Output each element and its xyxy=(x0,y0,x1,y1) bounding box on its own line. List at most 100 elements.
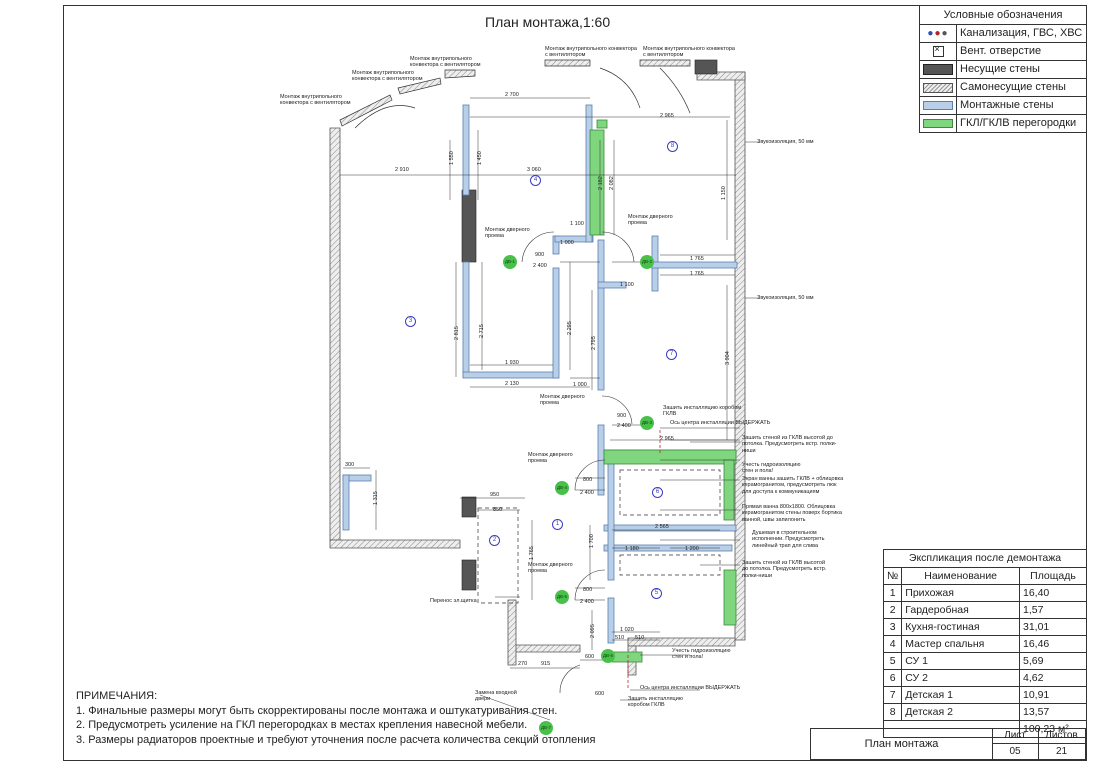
notes: ПРИМЕЧАНИЯ: 1. Финальные размеры могут б… xyxy=(76,689,595,747)
vent-icon xyxy=(932,44,944,57)
legend-label: Монтажные стены xyxy=(960,99,1054,111)
room-marker: 4 xyxy=(530,175,541,186)
room-area: 10,91 xyxy=(1019,686,1087,704)
note-label: Зашить стеной из ГКЛВ высотой до потолка… xyxy=(742,560,827,579)
note-label: Зашить стеной из ГКЛВ высотой до потолка… xyxy=(742,435,837,454)
soundproofing-label: Звукоизоляция, 50 мм xyxy=(757,139,814,145)
dimension-lines xyxy=(340,97,760,669)
door-tag: ДВ-4 xyxy=(555,481,569,495)
drawing-sheet-frame xyxy=(63,5,1087,761)
column-header: Площадь xyxy=(1019,567,1087,585)
dimension-label: 2 182 xyxy=(598,176,604,190)
convector-label: Монтаж внутрипольного конвектора с венти… xyxy=(545,46,637,59)
room-number: 1 xyxy=(882,584,903,602)
dimension-label: 900 xyxy=(535,252,545,258)
door-label: Монтаж дверного проема xyxy=(528,452,573,465)
door-tag: ДВ-5 xyxy=(555,590,569,604)
dimension-label: 3 904 xyxy=(725,351,731,365)
convector-label: Монтаж внутрипольного конвектора с венти… xyxy=(643,46,735,59)
dimension-label: 2 400 xyxy=(580,490,594,496)
door-tag: ДВ-7 xyxy=(539,721,553,735)
installation-box-label: Зашить инсталляцию коробом ГКЛВ xyxy=(663,405,742,418)
sheet-number: 05 xyxy=(1009,746,1021,757)
room-marker: 1 xyxy=(552,519,563,530)
dimension-label: 2 095 xyxy=(590,624,596,638)
door-tag: ДВ-2 xyxy=(640,255,654,269)
legend-label: Самонесущие стены xyxy=(960,81,1066,93)
gkl-swatch xyxy=(923,119,953,128)
sheets-count: 21 xyxy=(1055,746,1068,757)
dimension-label: 510 xyxy=(635,635,645,641)
dimension-label: 2 910 xyxy=(395,167,409,173)
room-number: 6 xyxy=(882,669,903,687)
dimension-label: 915 xyxy=(541,661,551,667)
room-number: 3 xyxy=(882,618,903,636)
wardrobe-outline xyxy=(477,469,721,604)
dimension-label: 2 130 xyxy=(505,381,519,387)
door-tag: ДВ-1 xyxy=(503,255,517,269)
room-number: 8 xyxy=(882,703,903,721)
legend-row: Монтажные стены xyxy=(920,97,1086,115)
dimension-label: 510 xyxy=(615,635,625,641)
dimension-label: 600 xyxy=(595,691,605,697)
door-label: Монтаж дверного проема xyxy=(528,562,573,575)
room-area: 4,62 xyxy=(1019,669,1087,687)
outer-walls xyxy=(329,71,746,676)
dimension-label: 2 400 xyxy=(617,423,631,429)
legend-label: ГКЛ/ГКЛВ перегородки xyxy=(960,117,1077,129)
room-marker: 5 xyxy=(651,588,662,599)
dimension-label: 800 xyxy=(583,587,593,593)
dimension-label: 2 565 xyxy=(655,524,669,530)
dimension-label: 2 715 xyxy=(479,324,485,338)
dimension-label: 850 xyxy=(493,507,503,513)
door-swings xyxy=(521,231,635,694)
legend-row: ●●● Канализация, ГВС, ХВС xyxy=(920,25,1086,43)
dimension-label: 1 450 xyxy=(477,151,483,165)
door-label: Монтаж дверного проема xyxy=(485,227,530,240)
room-name: Гардеробная xyxy=(901,601,1020,619)
dimension-label: 1 000 xyxy=(560,240,574,246)
self-bearing-wall-swatch xyxy=(923,82,953,93)
shield-label: Перенос эл.щитка xyxy=(430,598,477,604)
note-label: Учесть гидроизоляцию стен и пола! xyxy=(742,462,801,475)
dimension-label: 900 xyxy=(617,413,627,419)
note-item: 1. Финальные размеры могут быть скоррект… xyxy=(76,704,558,717)
dimension-label: 1 100 xyxy=(570,221,584,227)
dimension-label: 1 315 xyxy=(373,491,379,505)
gkl-partitions xyxy=(589,119,737,663)
dimension-label: 2 082 xyxy=(609,176,615,190)
room-number: 2 xyxy=(882,601,903,619)
dimension-label: 1 550 xyxy=(449,151,455,165)
dimension-label: 2 700 xyxy=(505,92,519,98)
dimension-label: 2 295 xyxy=(567,321,573,335)
room-number: 4 xyxy=(882,635,903,653)
room-area: 13,57 xyxy=(1019,703,1087,721)
column-header: Наименование xyxy=(901,567,1020,585)
door-label: Монтаж дверного проема xyxy=(540,394,585,407)
convector-label: Монтаж внутрипольного конвектора с венти… xyxy=(352,70,423,83)
legend-header: Условные обозначения xyxy=(920,6,1086,25)
pipes-dots-icon: ●●● xyxy=(927,28,949,39)
dimension-label: 800 xyxy=(583,477,593,483)
dimension-label: 2 965 xyxy=(660,113,674,119)
room-name: Мастер спальня xyxy=(901,635,1020,653)
door-tag: ДВ-6 xyxy=(601,649,615,663)
room-name: Прихожая xyxy=(901,584,1020,602)
legend-row: Самонесущие стены xyxy=(920,79,1086,97)
bearing-wall-swatch xyxy=(923,64,953,75)
total-row: 100,23 м² xyxy=(884,720,1087,738)
door-tag: ДВ-3 xyxy=(640,416,654,430)
room-name: Кухня-гостиная xyxy=(901,618,1020,636)
installation-axis-label: Ось центра инсталляции ВЫДЕРЖАТЬ xyxy=(670,420,771,426)
room-area: 1,57 xyxy=(1019,601,1087,619)
legend-label: Несущие стены xyxy=(960,63,1040,75)
room-marker: 2 xyxy=(489,535,500,546)
legend-row: ГКЛ/ГКЛВ перегородки xyxy=(920,115,1086,132)
explication-table: Экспликация после демонтажа № Наименован… xyxy=(882,549,1087,738)
room-number: 5 xyxy=(882,652,903,670)
legend-label: Вент. отверстие xyxy=(960,45,1042,57)
table-header-row: № Наименование Площадь xyxy=(882,567,1087,585)
dimension-label: 2 815 xyxy=(454,326,460,340)
